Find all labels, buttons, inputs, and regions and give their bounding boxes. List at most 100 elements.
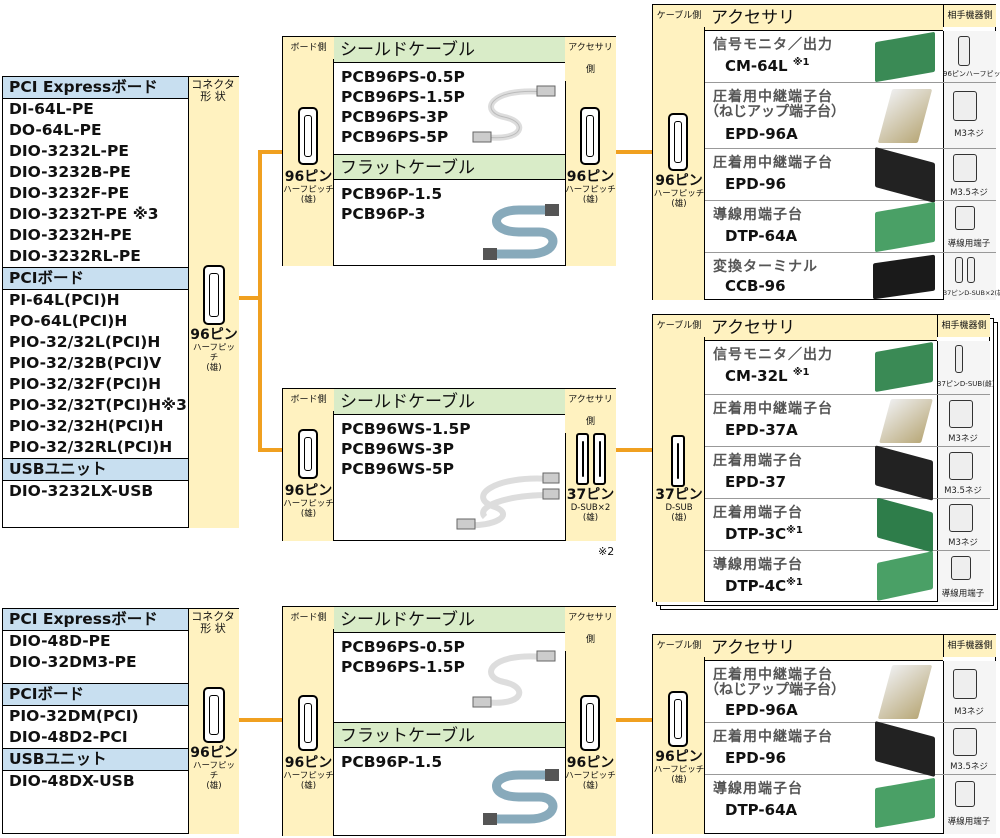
cable-item: PCB96P-3 (341, 205, 426, 223)
board-item: DIO-3232L-PE (9, 142, 129, 160)
flat-cable-image (483, 769, 559, 825)
peer-side-label: 相手機器側 (937, 315, 990, 337)
accessory-row: 信号モニタ／出力 CM-32L ※1 37ピンD-SUB(雌) (705, 341, 995, 395)
connector-96pin-label: 96ピン ハーフピッチ (雄) (283, 755, 334, 791)
accessory-row: 圧着用端子台 DTP-3C※1 M3ネジ (705, 497, 990, 553)
connector-37pin-label: 37ピン D-SUB (雄) (655, 487, 703, 523)
shield-cable-title: シールドケーブル (334, 37, 565, 63)
connector-shape-label: コネクタ形 状 (189, 611, 237, 637)
dtp-64a-image (875, 777, 935, 829)
flat-cable-title: フラットケーブル (334, 154, 565, 180)
wire-terminal-icon (955, 206, 975, 230)
accessory-title: アクセサリ (705, 315, 937, 341)
section-title: PCIボード (3, 683, 188, 706)
cable-item: PCB96PS-5P (341, 128, 449, 146)
board-item: PI-64L(PCI)H (9, 291, 120, 309)
accessory-row: 圧着用中継端子台 （ねじアップ端子台） EPD-96A M3ネジ (705, 83, 996, 149)
board-item: PIO-32/32H(PCI)H (9, 417, 164, 435)
accessory-title: アクセサリ (705, 635, 943, 661)
connector-shape-label: コネクタ形 状 (189, 79, 237, 105)
screw-icon (953, 669, 977, 699)
dsub-icon (967, 257, 975, 283)
connector-96pin-label: 96ピン ハーフピッチ (雄) (653, 749, 705, 785)
accessory-row: 導線用端子台 DTP-64A 導線用端子 (705, 775, 996, 834)
connector-96pin-label: 96ピン ハーフピッチ (雄) (565, 169, 616, 205)
epd-37-image (875, 445, 933, 501)
cable-item: PCB96PS-0.5P (341, 68, 465, 86)
section-title: PCI Expressボード (3, 77, 188, 99)
connector-96pin-icon (298, 429, 318, 479)
board-item: DIO-3232H-PE (9, 226, 133, 244)
board-item: DIO-48DX-USB (9, 772, 135, 790)
shield-cable-image (456, 472, 560, 530)
connector-96pin-icon (203, 687, 225, 743)
epd-96-image (875, 720, 935, 778)
peer-side-label: 相手機器側 (943, 5, 996, 27)
board-item: DIO-3232T-PE ※3 (9, 205, 159, 223)
board-item: PIO-32/32B(PCI)V (9, 354, 162, 372)
connector-96pin-icon (203, 265, 225, 325)
cable-box-2: ボード側 アクセサリ側 シールドケーブル PCB96WS-1.5P PCB96W… (282, 388, 616, 541)
accessory-box-2: ケーブル側 相手機器側 アクセサリ 37ピン D-SUB (雄) 信号モニタ／出… (652, 314, 995, 602)
wire-terminal-icon (955, 781, 975, 807)
section-title: USBユニット (3, 748, 188, 771)
connector-96pin-label: 96ピン ハーフピッチ (雄) (283, 483, 334, 519)
board-item: PIO-32DM(PCI) (9, 707, 139, 725)
accessory-row: 圧着用中継端子台 EPD-37A M3ネジ (705, 395, 990, 447)
cable-item: PCB96P-1.5 (341, 753, 443, 771)
connector-96pin-icon (580, 695, 600, 751)
screw-icon (949, 400, 973, 428)
cable-item: PCB96WS-1.5P (341, 420, 471, 438)
epd-96a-image (877, 665, 933, 719)
board-item: DIO-3232B-PE (9, 163, 131, 181)
shield-cable-image (472, 650, 556, 708)
board-list-2: コネクタ形 状 PCI Expressボード DIO-48D-PE DIO-32… (2, 608, 239, 834)
cm-64l-image (875, 31, 935, 83)
accessory-row: 圧着用端子台 EPD-37 M3.5ネジ (705, 445, 990, 501)
board-list-1: コネクタ形 状 PCI Expressボード DI-64L-PE DO-64L-… (2, 76, 239, 528)
cable-item: PCB96WS-5P (341, 460, 454, 478)
board-item: PO-64L(PCI)H (9, 312, 128, 330)
accessory-side-label: アクセサリ側 (565, 607, 616, 651)
board-item: PIO-32/32T(PCI)H※3 (9, 396, 187, 414)
dtp-4c-image (877, 551, 933, 601)
board-item: DO-64L-PE (9, 121, 102, 139)
shield-cable-title: シールドケーブル (334, 389, 565, 415)
flat-cable-image (483, 204, 559, 260)
screw-icon (949, 504, 973, 532)
dsub-icon (955, 257, 963, 283)
dsub-37pin-icon (576, 433, 589, 485)
connector-96pin-label: 96ピン ハーフピッチ (雄) (190, 745, 238, 791)
accessory-row: 圧着用中継端子台 EPD-96 M3.5ネジ (705, 720, 996, 778)
cable-box-3: ボード側 アクセサリ側 シールドケーブル PCB96PS-0.5P PCB96P… (282, 606, 616, 836)
board-item: DIO-3232F-PE (9, 184, 130, 202)
board-item: DIO-3232RL-PE (9, 247, 141, 265)
epd-37a-image (879, 399, 933, 443)
accessory-box-1: ケーブル側 相手機器側 アクセサリ 96ピン ハーフピッチ (雄) 信号モニタ／… (652, 4, 1000, 300)
note-2: ※2 (598, 545, 615, 558)
dsub-37pin-icon (671, 435, 685, 487)
connector-96pin-label: 96ピン ハーフピッチ (雄) (190, 327, 238, 373)
section-title: USBユニット (3, 458, 188, 481)
screw-icon (949, 452, 973, 480)
connector-96pin-icon (298, 695, 318, 751)
shield-cable-image (472, 85, 556, 143)
connector-icon (958, 36, 970, 66)
cable-item: PCB96WS-3P (341, 440, 454, 458)
dtp-3c-image (877, 497, 933, 553)
board-item: PIO-32/32L(PCI)H (9, 333, 161, 351)
connector-96pin-label: 96ピン ハーフピッチ (雄) (565, 755, 616, 791)
cable-item: PCB96PS-1.5P (341, 658, 465, 676)
cable-item: PCB96PS-1.5P (341, 88, 465, 106)
board-item: DI-64L-PE (9, 100, 94, 118)
cable-box-1: ボード側 アクセサリ側 シールドケーブル PCB96PS-0.5P PCB96P… (282, 36, 616, 266)
connector-96pin-icon (668, 691, 688, 747)
accessory-title: アクセサリ (705, 5, 943, 31)
cm-32l-image (875, 341, 933, 393)
shield-cable-title: シールドケーブル (334, 607, 565, 633)
accessory-row: 変換ターミナル CCB-96 37ピンD-SUB×2(雄) (705, 253, 1000, 300)
dtp-64a-image (875, 201, 935, 253)
epd-96a-image (877, 89, 933, 143)
connector-96pin-icon (580, 107, 600, 165)
